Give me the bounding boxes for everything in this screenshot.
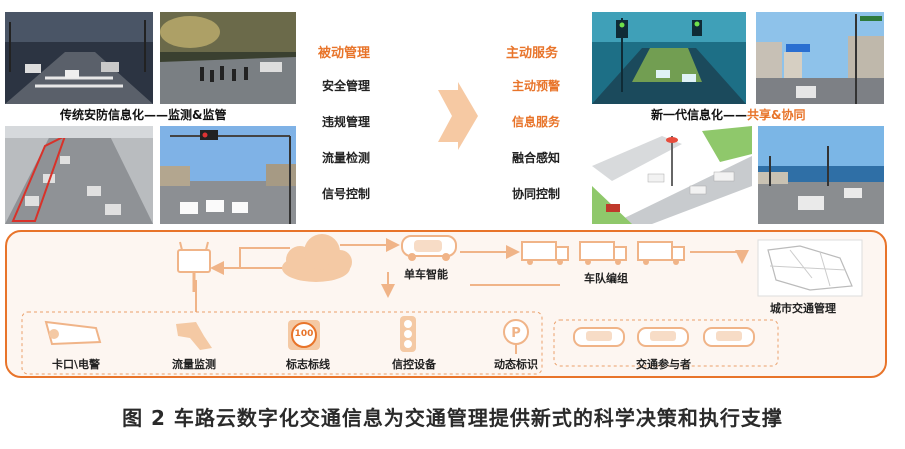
passive-item-safety: 安全管理: [322, 79, 371, 93]
device-label-signal: 信控设备: [392, 358, 436, 371]
passive-heading: 被动管理: [318, 46, 371, 61]
flow-camera-icon: [176, 322, 212, 350]
figure-caption: 图 2 车路云数字化交通信息为交通管理提供新式的科学决策和执行支撑: [122, 406, 783, 430]
photo-city-street: [756, 12, 884, 104]
passive-item-flow: 流量检测: [322, 151, 371, 165]
caption-dash: ——: [723, 108, 748, 122]
passive-item-signal: 信号控制: [322, 187, 371, 201]
left-caption-suffix: 监测&监管: [168, 108, 227, 122]
participants-label: 交通参与者: [636, 358, 691, 371]
right-caption: 新一代信息化——共享&协同: [651, 106, 805, 123]
single-vehicle-label: 单车智能: [404, 268, 448, 281]
photo-crowd-crossing: [160, 12, 296, 104]
device-label-sign: 标志标线: [286, 358, 330, 371]
photo-coastal-road: [758, 126, 884, 224]
city-traffic-label: 城市交通管理: [770, 302, 836, 315]
device-label-flow: 流量监测: [172, 358, 216, 371]
photo-intersection-night: [5, 12, 153, 104]
right-caption-main: 新一代信息化: [651, 108, 724, 122]
platoon-label: 车队编组: [584, 272, 628, 285]
render-smart-crossroad: [592, 126, 752, 224]
render-digital-intersection: [592, 12, 746, 104]
active-heading: 主动服务: [506, 46, 559, 61]
passive-item-violation: 违规管理: [322, 115, 371, 129]
caption-dash: ——: [144, 108, 169, 122]
photo-highway-traffic: [5, 126, 153, 224]
dynamic-sign-icon: P: [503, 319, 529, 354]
speed-sign-number: 100: [294, 329, 314, 339]
right-caption-suffix: 共享&协同: [747, 108, 806, 122]
checkpoint-camera-icon: [44, 320, 102, 346]
smart-car-icon: [401, 235, 457, 261]
active-item-warning: 主动预警: [512, 79, 561, 93]
left-caption-main: 传统安防信息化: [60, 108, 145, 122]
active-item-info: 信息服务: [512, 115, 561, 129]
roadside-unit-icon: [177, 241, 211, 292]
active-item-fusion: 融合感知: [512, 151, 561, 165]
cloud-icon: [282, 234, 352, 282]
traffic-light-icon: [400, 316, 416, 352]
device-label-dynamic: 动态标识: [494, 358, 538, 371]
active-item-coop: 协同控制: [512, 187, 561, 201]
truck-platoon-icon: [521, 241, 685, 261]
svg-text:P: P: [511, 326, 521, 341]
city-map-icon: [757, 239, 863, 297]
speed-sign-icon: [288, 320, 320, 350]
device-label-checkpoint: 卡口\电警: [52, 358, 101, 371]
transition-arrow: [438, 82, 478, 150]
left-caption: 传统安防信息化——监测&监管: [60, 106, 226, 123]
photo-street-signal: [160, 126, 296, 224]
